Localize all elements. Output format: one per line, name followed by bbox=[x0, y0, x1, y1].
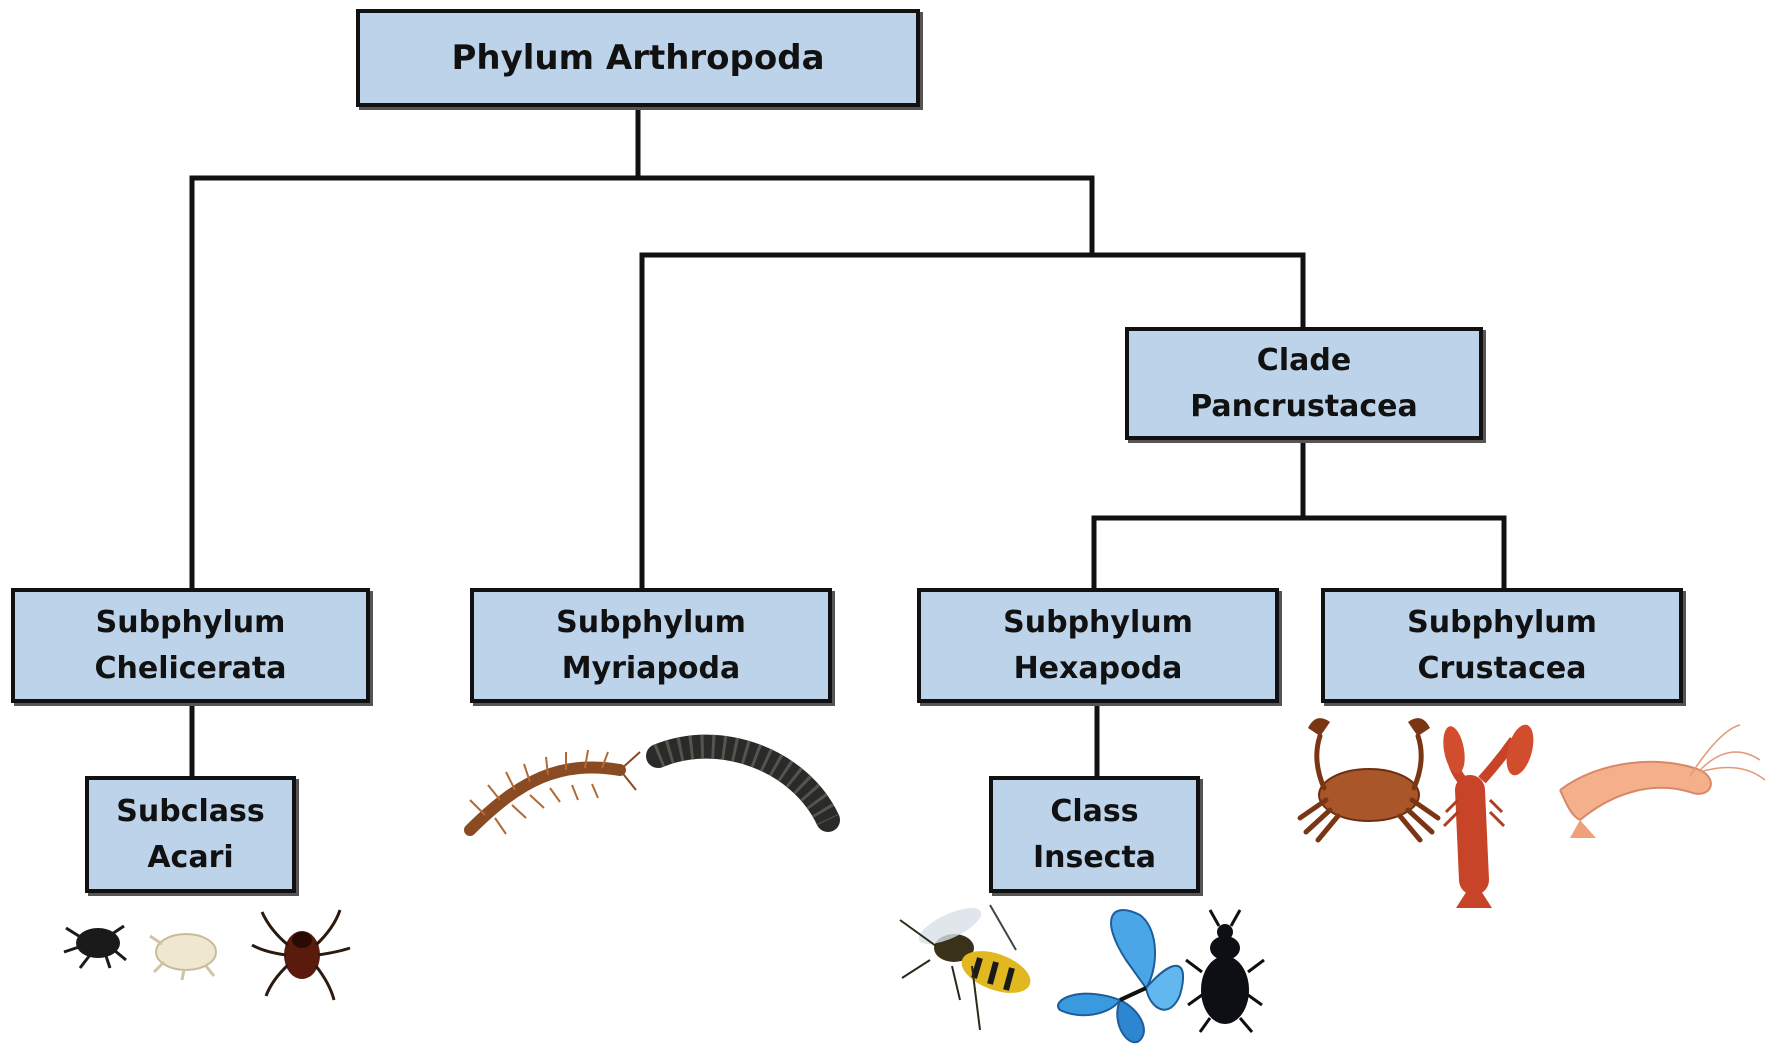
lobster-icon bbox=[1440, 722, 1538, 908]
centipede-icon bbox=[470, 750, 640, 834]
tick-icon bbox=[252, 910, 350, 1000]
mite-black-icon bbox=[64, 926, 126, 968]
node-subclass-acari: Subclass Acari bbox=[85, 776, 296, 893]
node-clade-pancrustacea: Clade Pancrustacea bbox=[1125, 327, 1483, 440]
millipede-icon bbox=[658, 747, 828, 820]
node-label-line2: Acari bbox=[116, 835, 264, 881]
node-label-line1: Class bbox=[1033, 789, 1156, 835]
node-label-line1: Clade bbox=[1190, 338, 1418, 384]
mite-pale-icon bbox=[150, 934, 216, 980]
node-class-insecta: Class Insecta bbox=[989, 776, 1200, 893]
node-phylum-arthropoda: Phylum Arthropoda bbox=[356, 9, 920, 107]
node-subphylum-crustacea: Subphylum Crustacea bbox=[1321, 588, 1683, 703]
node-label-line2: Hexapoda bbox=[1003, 646, 1193, 692]
shrimp-icon bbox=[1560, 725, 1765, 838]
crab-icon bbox=[1300, 718, 1438, 840]
node-label-line1: Subphylum bbox=[556, 600, 746, 646]
node-label-line2: Myriapoda bbox=[556, 646, 746, 692]
node-label: Phylum Arthropoda bbox=[451, 35, 824, 81]
node-label-line2: Chelicerata bbox=[94, 646, 286, 692]
node-label-line2: Insecta bbox=[1033, 835, 1156, 881]
node-subphylum-hexapoda: Subphylum Hexapoda bbox=[917, 588, 1279, 703]
node-label-line1: Subphylum bbox=[94, 600, 286, 646]
connector-lines bbox=[192, 107, 1504, 776]
node-label-line1: Subphylum bbox=[1003, 600, 1193, 646]
wasp-icon bbox=[900, 901, 1036, 1030]
node-subphylum-myriapoda: Subphylum Myriapoda bbox=[470, 588, 832, 703]
butterfly-blue-icon bbox=[1058, 910, 1183, 1042]
node-label-line2: Crustacea bbox=[1407, 646, 1597, 692]
beetle-black-icon bbox=[1186, 910, 1264, 1032]
connector-pancrustacea-split bbox=[1094, 440, 1504, 588]
node-label-line1: Subclass bbox=[116, 789, 264, 835]
node-subphylum-chelicerata: Subphylum Chelicerata bbox=[11, 588, 370, 703]
node-label-line2: Pancrustacea bbox=[1190, 384, 1418, 430]
node-label-line1: Subphylum bbox=[1407, 600, 1597, 646]
